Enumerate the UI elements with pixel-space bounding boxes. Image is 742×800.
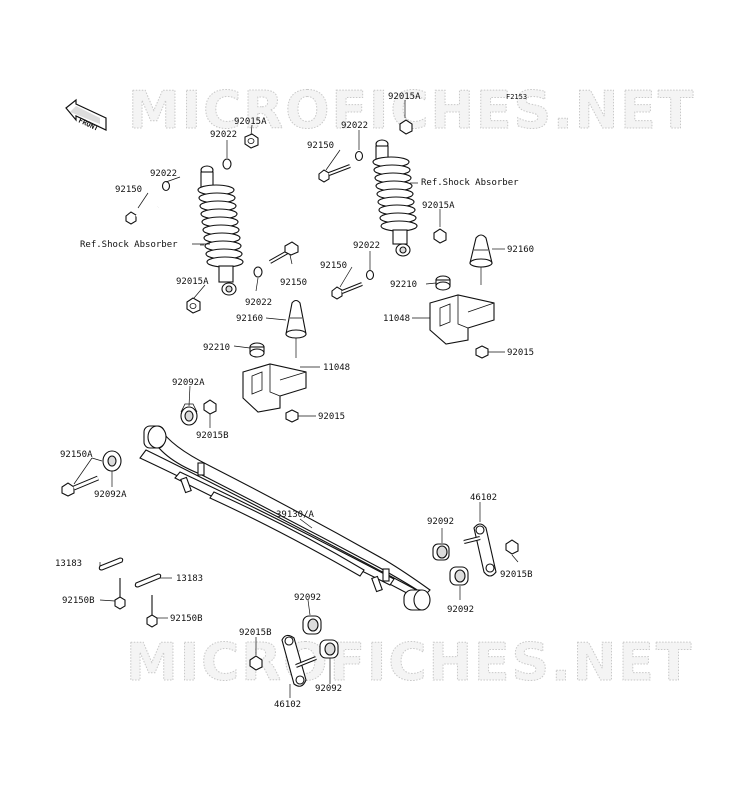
right-bottom-washer-92022 [365,269,375,281]
nut-92015B-upper [203,399,217,415]
label-92092-ru: 92092 [427,517,454,527]
bolt-92150A [61,475,99,497]
part-labels: 92015A 92022 92022 92150 Ref.Shock Absor… [55,92,534,710]
bushing-92092-lower-a [302,615,322,635]
left-stopper-92160 [285,299,307,358]
label-11048-l: 11048 [323,363,350,373]
label-13183-l: 13183 [55,559,82,569]
right-bracket-11048 [429,294,495,345]
label-92092-ll: 92092 [315,684,342,694]
label-92150-l: 92150 [115,185,142,195]
shackle-46102-right [463,523,497,577]
label-92160-r: 92160 [507,245,534,255]
leader-lines [73,100,519,698]
label-92150B-r: 92150B [170,614,203,624]
bushing-92092-lower-b [319,639,339,659]
right-top-bolt-92150 [318,164,351,183]
label-92022-lb: 92022 [245,298,272,308]
bushing-92092-right-lower [449,566,469,586]
bolt-92150B-left [114,578,126,610]
label-11048-r: 11048 [383,314,410,324]
right-stopper-92160 [469,234,493,285]
label-92015A-lt: 92015A [234,117,267,127]
figure-code: F2153 [506,93,527,101]
nut-92015B-lower [249,655,263,671]
bolt-92150B-right [146,595,158,628]
leaf-spring-39130A [139,427,431,601]
label-92015B-u: 92015B [196,431,229,441]
label-13183-r: 13183 [176,574,203,584]
label-92092-lu: 92092 [294,593,321,603]
left-bottom-washer-92022 [253,266,263,278]
label-39130A: 39130/A [276,510,315,520]
leaf-spring-rear-eye [403,589,431,611]
label-92022-rb: 92022 [353,241,380,251]
label-92022-lt: 92022 [210,130,237,140]
right-top-washer-92022 [354,150,364,162]
left-collar-92210 [249,342,265,358]
label-shock-r: Ref.Shock Absorber [421,178,519,188]
label-92210-l: 92210 [203,343,230,353]
bushing-92092A-upper [180,403,198,426]
label-92015A-rm: 92015A [422,201,455,211]
bushing-92092A-lower [102,450,122,472]
left-top-nut-92015A [244,133,259,149]
label-92015-r: 92015 [507,348,534,358]
label-92022-l: 92022 [150,169,177,179]
nut-92015B-right [505,539,519,555]
label-shock-l: Ref.Shock Absorber [80,240,178,250]
left-top-bolt-92150 [125,206,159,225]
label-92150-lb: 92150 [280,278,307,288]
watermark-bottom: MICROFICHES.NET [126,633,693,693]
label-92022-rt: 92022 [341,121,368,131]
shackle-46102-lower [281,634,317,687]
left-top-washer-92022 [222,158,232,170]
label-92150-rb: 92150 [320,261,347,271]
clamp-13183-left [98,557,124,571]
label-92015-l: 92015 [318,412,345,422]
label-92150-rt: 92150 [307,141,334,151]
left-nut-92015 [285,409,299,423]
label-92150B-l: 92150B [62,596,95,606]
front-arrow-icon: FRONT [65,98,107,133]
label-46102-r: 46102 [470,493,497,503]
watermark-top: MICROFICHES.NET [128,81,695,141]
label-92015B-r: 92015B [500,570,533,580]
label-46102-l: 46102 [274,700,301,710]
left-washer-92022-a [161,180,171,192]
label-92015B-l: 92015B [239,628,272,638]
label-92092A-u: 92092A [172,378,205,388]
clamp-13183-right [134,573,162,588]
label-92150A: 92150A [60,450,93,460]
right-bottom-bolt-92150 [331,282,363,300]
label-92210-r: 92210 [390,280,417,290]
left-shock-absorber [197,165,244,296]
right-mid-nut-92015A [433,228,447,244]
leaf-spring-front-eye [143,425,167,449]
left-bottom-nut-92015A [186,297,201,314]
left-bracket-11048 [242,363,307,413]
label-92092A-l: 92092A [94,490,127,500]
label-92015A-rt: 92015A [388,92,421,102]
right-top-nut-92015A [399,119,413,135]
right-shock-absorber [372,139,418,257]
label-92015A-lb: 92015A [176,277,209,287]
right-collar-92210 [435,275,451,291]
bushing-92092-right-upper [432,543,450,561]
label-92160-l: 92160 [236,314,263,324]
label-92092-rl: 92092 [447,605,474,615]
right-nut-92015 [475,345,489,359]
left-bottom-bolt-92150 [269,241,299,264]
